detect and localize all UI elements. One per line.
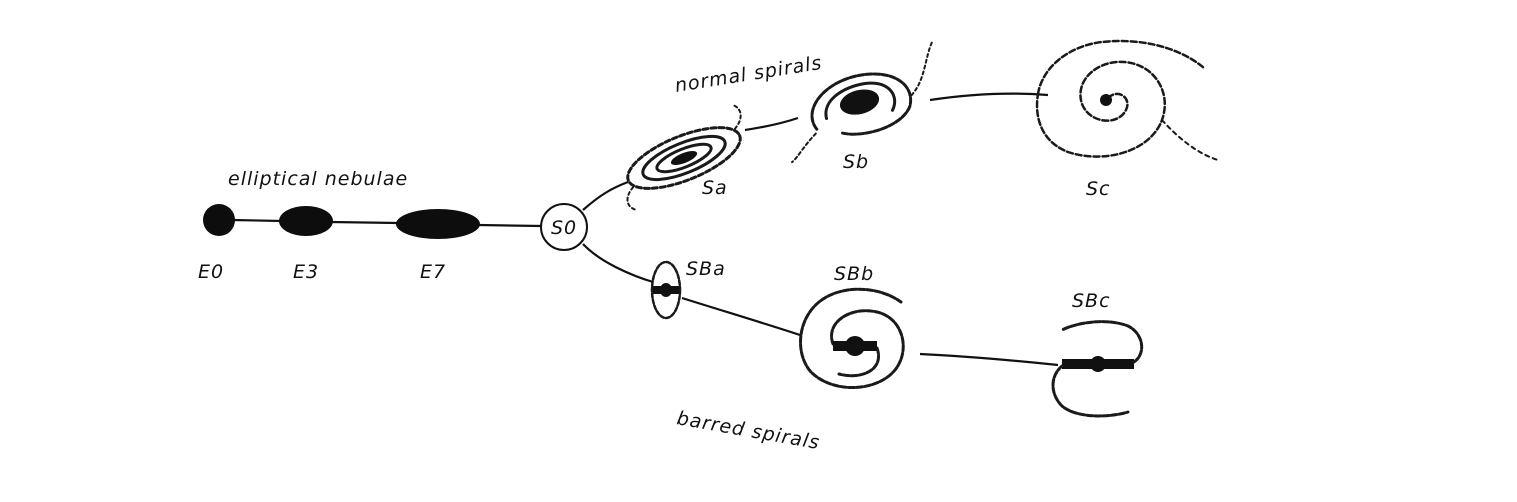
galaxy-e3 — [279, 206, 333, 236]
label-normal-spirals: normal spirals — [673, 52, 823, 97]
connector-e3-e7 — [329, 220, 399, 225]
label-sbb: SBb — [834, 263, 874, 285]
connector-sb-sc — [929, 92, 1049, 102]
connector-e7-s0 — [477, 223, 542, 228]
label-barred-spirals: barred spirals — [675, 407, 822, 454]
label-sc: Sc — [1086, 178, 1111, 200]
connector-sa-sb — [744, 116, 799, 132]
label-sba: SBa — [686, 258, 726, 280]
label-sa: Sa — [702, 177, 728, 199]
galaxy-sb — [791, 39, 934, 164]
galaxy-sc — [1035, 39, 1219, 161]
label-e3: E3 — [293, 261, 319, 283]
galaxy-s0-circle — [540, 203, 588, 251]
label-s0: S0 — [551, 217, 577, 239]
connectors — [231, 92, 1059, 367]
galaxy-sbc — [1051, 320, 1144, 418]
galaxy-sbb — [799, 287, 905, 389]
galaxy-sba — [650, 260, 682, 320]
label-elliptical-nebulae: elliptical nebulae — [228, 168, 408, 190]
label-sbc: SBc — [1072, 290, 1111, 312]
label-e7: E7 — [420, 261, 446, 283]
galaxy-e7 — [396, 209, 480, 239]
galaxy-e0 — [203, 204, 235, 236]
connector-s0-sba — [582, 243, 654, 284]
connector-s0-sa — [582, 180, 629, 211]
connector-sbb-sbc — [919, 352, 1059, 367]
label-sb: Sb — [843, 151, 869, 173]
label-e0: E0 — [198, 261, 224, 283]
connector-sba-sbb — [681, 296, 801, 337]
connector-e0-e3 — [231, 218, 283, 223]
galaxy-sa — [626, 104, 742, 211]
